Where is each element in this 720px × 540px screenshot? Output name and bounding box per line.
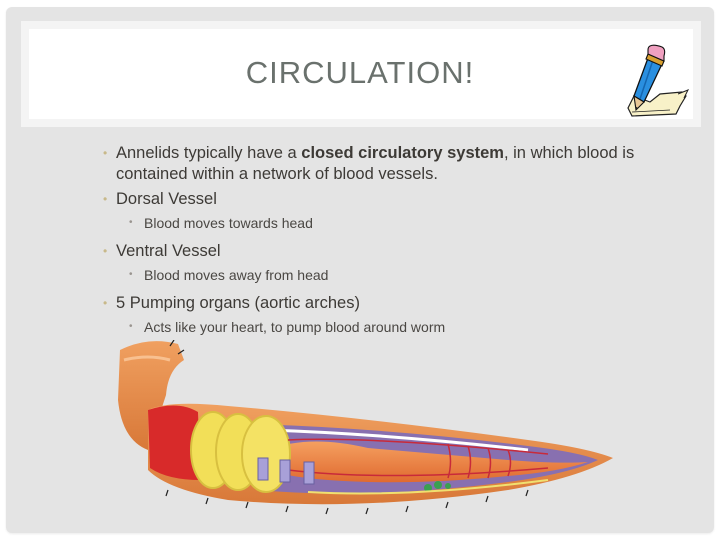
sub-bullet-dorsal: • Blood moves towards head	[103, 214, 683, 232]
bullet-dorsal-vessel: • Dorsal Vessel	[103, 189, 683, 210]
bullet-list: • Annelids typically have a closed circu…	[103, 143, 683, 345]
bullet-text-bold: closed circulatory system	[301, 144, 504, 162]
bullet-marker: •	[103, 192, 108, 206]
sub-bullet-text: Acts like your heart, to pump blood arou…	[144, 319, 446, 335]
sub-bullet-marker: •	[129, 321, 133, 332]
sub-bullet-marker: •	[129, 217, 133, 228]
slide-title: CIRCULATION!	[245, 55, 475, 90]
bullet-text: Dorsal Vessel	[116, 190, 217, 208]
bullet-text-part: , in which blood is contained within a n…	[116, 144, 635, 183]
sub-bullet-pumping: • Acts like your heart, to pump blood ar…	[103, 318, 683, 336]
earthworm-illustration	[118, 340, 613, 515]
bullet-marker: •	[103, 296, 108, 310]
bullet-closed-system: • Annelids typically have a closed circu…	[103, 143, 683, 185]
bullet-text: 5 Pumping organs (aortic arches)	[116, 294, 360, 312]
bullet-text-part: Annelids typically have a	[116, 144, 302, 162]
title-box	[21, 21, 701, 127]
bullet-ventral-vessel: • Ventral Vessel	[103, 241, 683, 262]
bullet-marker: •	[103, 146, 108, 160]
sub-bullet-text: Blood moves towards head	[144, 215, 313, 231]
sub-bullet-ventral: • Blood moves away from head	[103, 266, 683, 284]
sub-bullet-marker: •	[129, 269, 133, 280]
bullet-marker: •	[103, 244, 108, 258]
bullet-text: Ventral Vessel	[116, 242, 221, 260]
sub-bullet-text: Blood moves away from head	[144, 267, 329, 283]
bullet-pumping-organs: • 5 Pumping organs (aortic arches)	[103, 293, 683, 314]
pencil-writing-icon	[627, 44, 690, 117]
